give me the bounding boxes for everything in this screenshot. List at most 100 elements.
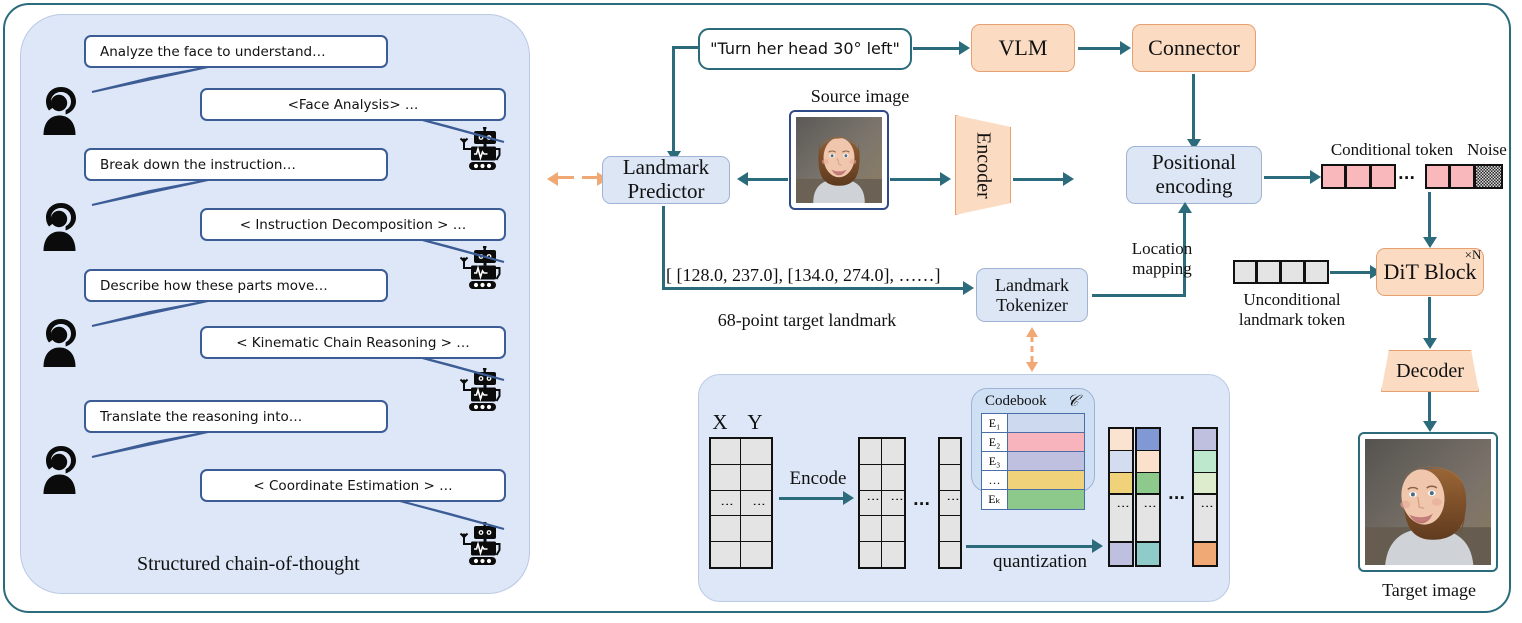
codebook-row-swatch <box>1008 433 1084 451</box>
cot-bot-bubble-1: <Face Analysis> … <box>200 88 506 121</box>
quantized-cell <box>1110 543 1132 565</box>
encode-label: Encode <box>789 468 847 489</box>
source-image-frame <box>789 110 889 210</box>
input-matrix-vdots-y: ⋮ <box>751 498 766 512</box>
quantized-cell <box>1137 429 1159 451</box>
cot-link-right-line <box>582 176 600 179</box>
quantized-cell <box>1194 451 1216 473</box>
arrow-posenc-to-condtoken <box>1264 176 1312 179</box>
landmark-tokenizer-line1: Landmark <box>995 274 1069 295</box>
codebook-row-swatch <box>1008 471 1084 489</box>
arrow-quantization-head <box>1092 539 1103 553</box>
outer-frame <box>3 3 1511 613</box>
noise-token-cell <box>1475 164 1503 189</box>
quantized-col-1 <box>1108 427 1134 567</box>
user-headset-icon <box>43 203 76 251</box>
unconditional-token-cell <box>1257 260 1281 284</box>
quantized-col-2-vdots: ⋮ <box>1142 500 1157 514</box>
chain-of-thought-caption: Structured chain-of-thought <box>137 553 360 575</box>
noise-label: Noise <box>1467 140 1507 159</box>
encoded-matrix-last-col <box>940 439 960 567</box>
tokenizer-codebook-arrow-down <box>1026 362 1038 372</box>
vlm-box: VLM <box>971 24 1075 72</box>
arrow-connector-to-posenc-head <box>1187 139 1201 150</box>
quantized-cell <box>1194 429 1216 451</box>
positional-encoding-line2: encoding <box>1155 174 1233 198</box>
conditional-token-group-b <box>1425 164 1503 189</box>
encoder-label: Encoder <box>972 131 995 199</box>
landmark-tokenizer-box: Landmark Tokenizer <box>976 268 1088 322</box>
bubble-tail <box>91 66 209 93</box>
conditional-token-cell <box>1346 164 1371 189</box>
conditional-token-ellipsis: ··· <box>1398 169 1416 187</box>
source-image-caption: Source image <box>810 86 910 106</box>
source-image-photo <box>796 117 882 203</box>
user-headset-icon <box>43 319 76 367</box>
user-headset-icon <box>43 87 76 135</box>
codebook-row: … <box>982 471 1084 490</box>
landmark-tokenizer-line2: Tokenizer <box>996 295 1068 315</box>
target-image-photo <box>1365 439 1491 565</box>
arrow-instruction-to-vlm-head <box>959 41 970 55</box>
codebook-row-key: E₁ <box>982 414 1008 432</box>
arrow-instruction-to-vlm <box>913 47 961 50</box>
arrow-source-to-encoder <box>890 178 942 181</box>
arrow-connector-to-posenc <box>1192 74 1195 142</box>
quantized-cell <box>1110 429 1132 451</box>
codebook-row-key: E₂ <box>982 433 1008 451</box>
unconditional-token-label-line2: landmark token <box>1238 310 1346 329</box>
cot-link-left-arrow <box>547 172 558 186</box>
bubble-tail <box>91 179 209 206</box>
cot-bot-bubble-4: < Coordinate Estimation > … <box>200 469 506 502</box>
codebook-row-key: E₃ <box>982 452 1008 470</box>
arrow-locmap-head <box>1178 202 1192 213</box>
quantized-cols-ellipsis: ··· <box>1168 489 1186 507</box>
conditional-token-label: Conditional token <box>1330 140 1454 159</box>
conditional-token-cell <box>1450 164 1475 189</box>
cot-link-left-line <box>556 176 574 179</box>
encoded-matrix-col-1 <box>860 439 883 567</box>
quantized-cell <box>1137 543 1159 565</box>
tokenizer-codebook-arrow-up <box>1026 327 1038 337</box>
location-mapping-line2: mapping <box>1132 259 1192 278</box>
codebook-row: E₂ <box>982 433 1084 452</box>
robot-icon <box>459 522 501 565</box>
conditional-token-group-a <box>1321 164 1396 189</box>
positional-encoding-line1: Positional <box>1151 150 1236 175</box>
arrow-vlm-to-connector <box>1078 47 1122 50</box>
cot-user-bubble-2: Break down the instruction… <box>84 148 388 181</box>
codebook-row-key: … <box>982 471 1008 489</box>
robot-icon <box>459 368 501 411</box>
location-mapping-line1: Location <box>1131 239 1193 258</box>
encoded-matrix <box>858 437 906 569</box>
quantized-col-1-vdots: ⋮ <box>1115 500 1130 514</box>
arrow-vlm-to-connector-head <box>1120 41 1131 55</box>
codebook-row-swatch <box>1008 452 1084 470</box>
codebook-row-swatch <box>1008 414 1084 432</box>
arrow-instruction-to-predictor-v <box>672 49 675 154</box>
quantized-col-2 <box>1135 427 1161 567</box>
quantized-cell-gap <box>1137 495 1159 543</box>
arrow-encoder-to-posenc-head <box>1063 172 1074 186</box>
instruction-text: "Turn her head 30° left" <box>698 28 912 70</box>
arrow-predictor-to-coords-head <box>963 281 974 295</box>
input-matrix-vdots-x: ⋮ <box>719 498 734 512</box>
encoded-matrix-vdots-1: ⋮ <box>865 493 880 507</box>
connector-box: Connector <box>1132 24 1256 72</box>
tokenizer-codebook-dashed <box>1030 336 1034 362</box>
input-matrix <box>709 437 773 569</box>
arrow-source-to-predictor <box>748 178 788 181</box>
quantized-col-last-vdots: ⋮ <box>1199 500 1214 514</box>
cot-bot-bubble-3: < Kinematic Chain Reasoning > … <box>200 326 506 359</box>
arrow-dit-to-decoder <box>1428 297 1431 341</box>
landmark-coordinates: [ [128.0, 237.0], [134.0, 274.0], ……] <box>666 265 941 285</box>
bubble-tail <box>91 431 209 458</box>
arrow-posenc-to-condtoken-head <box>1310 170 1321 184</box>
arrow-decoder-to-target-head <box>1423 421 1437 432</box>
target-image-caption: Target image <box>1382 580 1476 600</box>
landmark-predictor-line1: Landmark <box>622 155 710 180</box>
quantized-cell <box>1110 451 1132 473</box>
codebook-title: Codebook <box>985 393 1047 409</box>
landmark-coordinates-caption: 68-point target landmark <box>717 310 897 330</box>
quantization-label: quantization <box>993 551 1087 572</box>
